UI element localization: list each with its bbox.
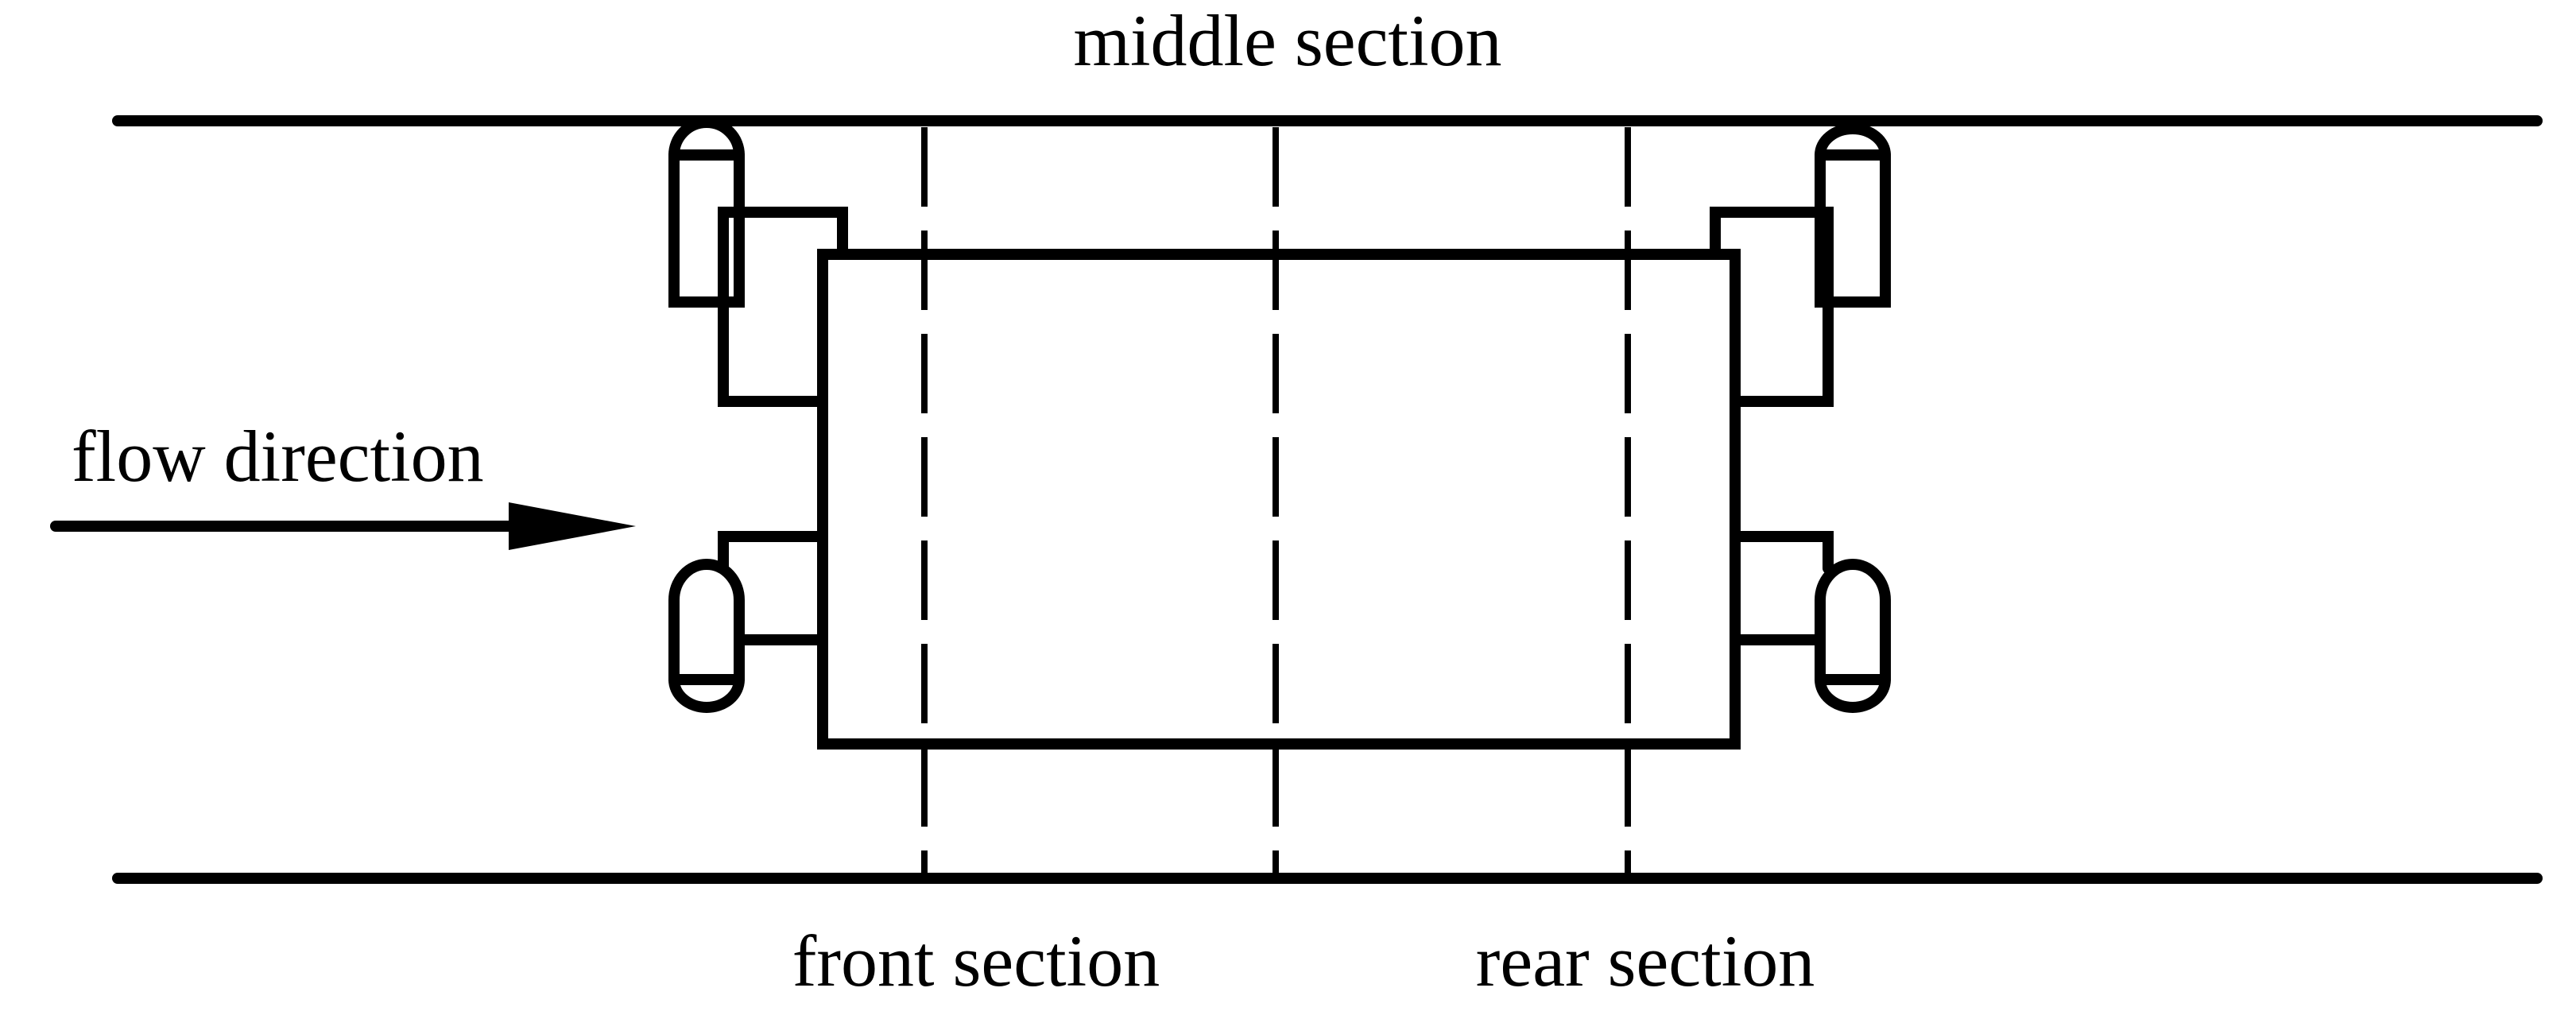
front-upper-wheel bbox=[668, 117, 745, 308]
rear-upper-wheel bbox=[1815, 123, 1891, 308]
flow-direction-label: flow direction bbox=[72, 416, 484, 497]
rear-lower-wheel bbox=[1815, 559, 1891, 713]
middle-section-label: middle section bbox=[1073, 0, 1501, 81]
vehicle-body bbox=[817, 249, 1741, 750]
rear-lower-bracket bbox=[1730, 531, 1834, 645]
front-upper-bracket bbox=[718, 207, 848, 407]
flow-arrow-head bbox=[509, 502, 636, 550]
rear-section-label: rear section bbox=[1476, 920, 1815, 1001]
front-lower-bracket bbox=[718, 531, 828, 645]
rear-upper-bracket bbox=[1710, 207, 1834, 407]
front-lower-wheel bbox=[668, 559, 745, 713]
front-section-label: front section bbox=[792, 920, 1160, 1001]
